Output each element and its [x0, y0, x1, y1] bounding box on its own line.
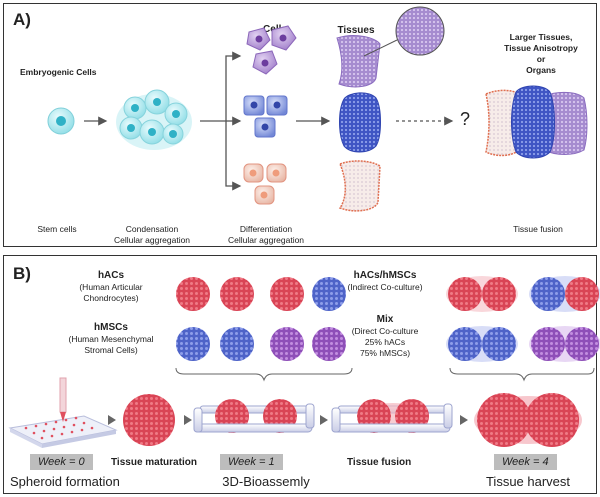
condensation-cluster: [116, 89, 192, 150]
stage-arrow-1: [108, 415, 116, 425]
bioassembly-rig-fusion: [331, 399, 453, 433]
week-0-badge: Week = 0: [30, 454, 93, 470]
fused-tissues-bottom: [446, 326, 600, 362]
mix-desc-3: 75% hMSCs): [359, 348, 411, 358]
hacs-title: hACs: [97, 270, 125, 281]
step-tissue-maturation: Tissue maturation: [111, 457, 197, 468]
caption-differentiation-1: Differentiation: [239, 224, 293, 234]
stage-arrow-4: [460, 415, 468, 425]
mix-desc-2: 25% hACs: [364, 337, 406, 347]
embryogenic-label: Embryogenic Cells: [20, 67, 97, 77]
harvested-tissue: [474, 393, 582, 447]
caption-condensation-2: Cellular aggregation: [113, 235, 191, 245]
differentiation-branch-arrows: [222, 51, 242, 191]
question-mark: ?: [460, 109, 471, 129]
tissues-heading: Tissues: [337, 25, 375, 36]
stage-arrow-3: [320, 415, 328, 425]
peach-tissue: [338, 160, 381, 212]
hmscs-desc-1: (Human Mesenchymal: [68, 334, 154, 344]
bioassembly-rig-week1: [193, 399, 315, 433]
well-plate: [8, 377, 118, 448]
hmscs-title: hMSCs: [94, 322, 128, 333]
fused-tissues-top: [446, 276, 600, 312]
cocult-desc: (Indirect Co-culture): [347, 282, 423, 292]
mix-desc-1: (Direct Co-culture: [351, 326, 419, 336]
blue-tissue: [339, 92, 381, 153]
blue-cells: [243, 95, 288, 138]
week-4-badge: Week = 4: [494, 454, 557, 470]
mix-title: Mix: [376, 314, 394, 325]
caption-differentiation-2: Cellular aggregation: [227, 235, 305, 245]
caption-stem-cells: Stem cells: [37, 224, 77, 234]
caption-tissue-fusion: Tissue fusion: [513, 224, 563, 234]
peach-cells: [243, 163, 287, 205]
hmscs-desc-2: Stromal Cells): [84, 345, 138, 355]
stem-cell: [47, 107, 75, 135]
larger-tissues-line1: Larger Tissues,: [509, 32, 573, 42]
stage-arrow-2: [184, 415, 192, 425]
spheroid-row-hacs: [176, 277, 346, 311]
label-tissue-harvest: Tissue harvest: [485, 474, 571, 489]
right-brace: [449, 367, 595, 382]
label-spheroid-formation: Spheroid formation: [10, 474, 120, 489]
hacs-desc-1: (Human Articular: [79, 282, 143, 292]
matured-spheroid: [123, 394, 175, 446]
label-3d-bioassembly: 3D-Bioassemly: [222, 474, 310, 489]
cocult-title: hACs/hMSCs: [353, 270, 417, 281]
week-1-badge: Week = 1: [220, 454, 283, 470]
panel-a-graphics: [47, 6, 588, 212]
larger-tissues-line2: Tissue Anisotropy: [504, 43, 578, 53]
purple-cells: [246, 25, 297, 75]
spheroid-row-hmscs: [176, 327, 346, 361]
panel-a-label: A): [13, 10, 31, 29]
caption-condensation-1: Condensation: [125, 224, 179, 234]
larger-tissues-line4: Organs: [526, 65, 556, 75]
fused-organ: [485, 85, 588, 159]
panel-b-graphics: [8, 276, 600, 448]
middle-brace: [175, 367, 353, 382]
larger-tissues-line3: or: [536, 54, 546, 64]
panel-a: A) Cells Tissues Larger Tissues, Tissue …: [3, 3, 597, 247]
hacs-desc-2: Chondrocytes): [83, 293, 139, 303]
step-tissue-fusion: Tissue fusion: [347, 457, 412, 468]
magnified-view: [363, 6, 445, 57]
panel-b-label: B): [13, 264, 31, 283]
purple-tissue: [336, 35, 381, 88]
panel-b: B) hACs (Human Articular Chondrocytes) h…: [3, 255, 600, 494]
